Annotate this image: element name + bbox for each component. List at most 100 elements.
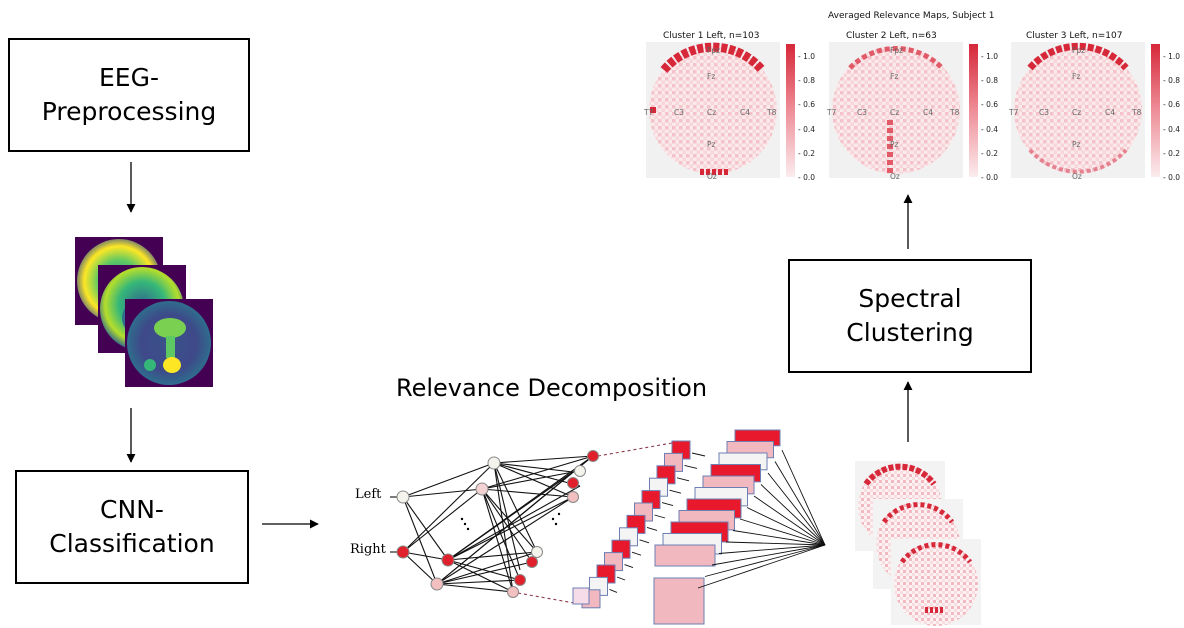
colorbar-tick-label: - 0.6: [981, 100, 999, 110]
feature-connector: [746, 507, 826, 546]
feature-connector: [609, 588, 618, 593]
electrode-label: Pz: [890, 140, 899, 149]
electrode-label: C3: [857, 108, 868, 117]
electrode-label: Oz: [1072, 172, 1082, 181]
electrode-label: Cz: [707, 108, 717, 117]
relevance-network: [390, 442, 673, 604]
feature-connector: [739, 518, 826, 546]
electrode-label: C3: [1039, 108, 1050, 117]
colorbar-tick-label: - 0.8: [1163, 76, 1181, 86]
colorbar-tick-label: - 0.8: [798, 76, 816, 86]
feature-connector: [646, 526, 658, 531]
feature-connector: [676, 477, 690, 482]
averaged-map-2: [829, 42, 963, 178]
feature-connector: [781, 449, 826, 546]
individual-relevance-maps: [855, 461, 981, 626]
colorbar-tick-label: - 0.0: [798, 173, 816, 182]
feature-connector: [767, 472, 826, 546]
colorbar-tick-label: - 0.2: [981, 148, 999, 158]
colorbar-3: [1151, 44, 1160, 177]
cnn-classification-line1: CNN-: [100, 495, 164, 524]
feature-connector: [711, 544, 826, 566]
cnn-classification-box: CNN- Classification: [15, 470, 249, 584]
electrode-label: Cz: [1072, 108, 1082, 117]
eeg-preprocessing-line1: EEG-: [98, 63, 159, 92]
colorbar-tick-label: - 0.4: [798, 124, 816, 134]
electrode-label: T8: [1132, 108, 1142, 117]
cluster-2-title: Cluster 2 Left, n=63: [846, 31, 937, 41]
network-label-left: Left: [355, 487, 382, 502]
colorbar-tick-label: - 0.2: [1163, 148, 1181, 158]
relevance-map-3: [891, 539, 981, 626]
eeg-preprocessing-line2: Preprocessing: [41, 97, 217, 126]
electrode-label: C4: [1105, 108, 1116, 117]
electrode-label: Fz: [707, 72, 716, 81]
electrode-label: C4: [923, 108, 934, 117]
feature-connector: [624, 564, 634, 569]
feature-connector: [669, 489, 682, 494]
cnn-classification-line2: Classification: [49, 529, 215, 558]
electrode-label: Pz: [707, 140, 716, 149]
colorbar-tick-label: - 1.0: [1163, 52, 1181, 61]
feature-connector: [725, 541, 826, 546]
feature-connector: [661, 502, 674, 507]
electrode-label: T8: [950, 108, 960, 117]
feature-connector: [654, 514, 666, 519]
electrode-label: Oz: [890, 172, 900, 181]
feature-connector: [704, 544, 826, 577]
colorbar-tick-label: - 0.0: [981, 173, 999, 182]
cluster-1-title: Cluster 1 Left, n=103: [663, 31, 760, 41]
feature-connector: [616, 576, 626, 581]
colorbar-tick-label: - 0.2: [798, 148, 816, 158]
relevance-decomposition-title: Relevance Decomposition: [396, 374, 708, 402]
feature-connector: [718, 544, 826, 554]
feature-map-final: [653, 577, 705, 625]
network-label-right: Right: [350, 542, 386, 557]
node-right: [396, 545, 410, 559]
eeg-preprocessing-box: EEG- Preprocessing: [8, 38, 250, 152]
colorbar-tick-label: - 0.0: [1163, 173, 1181, 182]
electrode-label: Fz: [890, 72, 899, 81]
electrode-label: C4: [740, 108, 751, 117]
feature-connector: [774, 461, 826, 546]
electrode-label: Oz: [707, 172, 717, 181]
feature-connector: [639, 539, 650, 544]
colorbar-tick-label: - 0.6: [1163, 100, 1181, 110]
colorbar-tick-label: - 1.0: [798, 52, 816, 61]
feature-connector: [691, 452, 706, 457]
colorbar-tick-label: - 1.0: [981, 52, 999, 61]
electrode-label: Fpz: [890, 46, 904, 55]
node-left: [396, 490, 410, 504]
colorbar-tick-label: - 0.8: [981, 76, 999, 86]
network-nodes: [396, 450, 599, 598]
spectral-clustering-line2: Clustering: [846, 318, 974, 347]
feature-connector: [732, 530, 826, 546]
electrode-label: Pz: [1072, 140, 1081, 149]
feature-connector: [631, 551, 642, 556]
averaged-map-1: [646, 42, 780, 178]
feature-connector: [760, 484, 826, 546]
feature-map-input: [572, 587, 590, 605]
feature-connector: [684, 464, 698, 469]
colorbar-2: [969, 44, 978, 177]
electrode-label: T8: [767, 108, 777, 117]
electrode-label: Cz: [890, 108, 900, 117]
feature-connector: [753, 495, 826, 546]
eeg-topomap-3: [125, 299, 213, 387]
electrode-label: T7: [827, 108, 837, 117]
feature-map-stack: [572, 429, 826, 625]
colorbar-tick-label: - 0.4: [1163, 124, 1181, 134]
electrode-label: Fz: [1072, 72, 1081, 81]
cluster-3-title: Cluster 3 Left, n=107: [1026, 31, 1123, 41]
electrode-label: Fpz: [707, 46, 721, 55]
feature-map-large: [654, 544, 716, 567]
electrode-label: Fpz: [1072, 46, 1086, 55]
averaged-map-3: [1011, 42, 1145, 178]
colorbar-tick-label: - 0.6: [798, 100, 816, 110]
spectral-clustering-line1: Spectral: [858, 284, 962, 313]
colorbar-tick-label: - 0.4: [981, 124, 999, 134]
feature-connector: [697, 544, 826, 589]
colorbar-1: [786, 44, 795, 177]
spectral-clustering-box: Spectral Clustering: [788, 259, 1032, 373]
